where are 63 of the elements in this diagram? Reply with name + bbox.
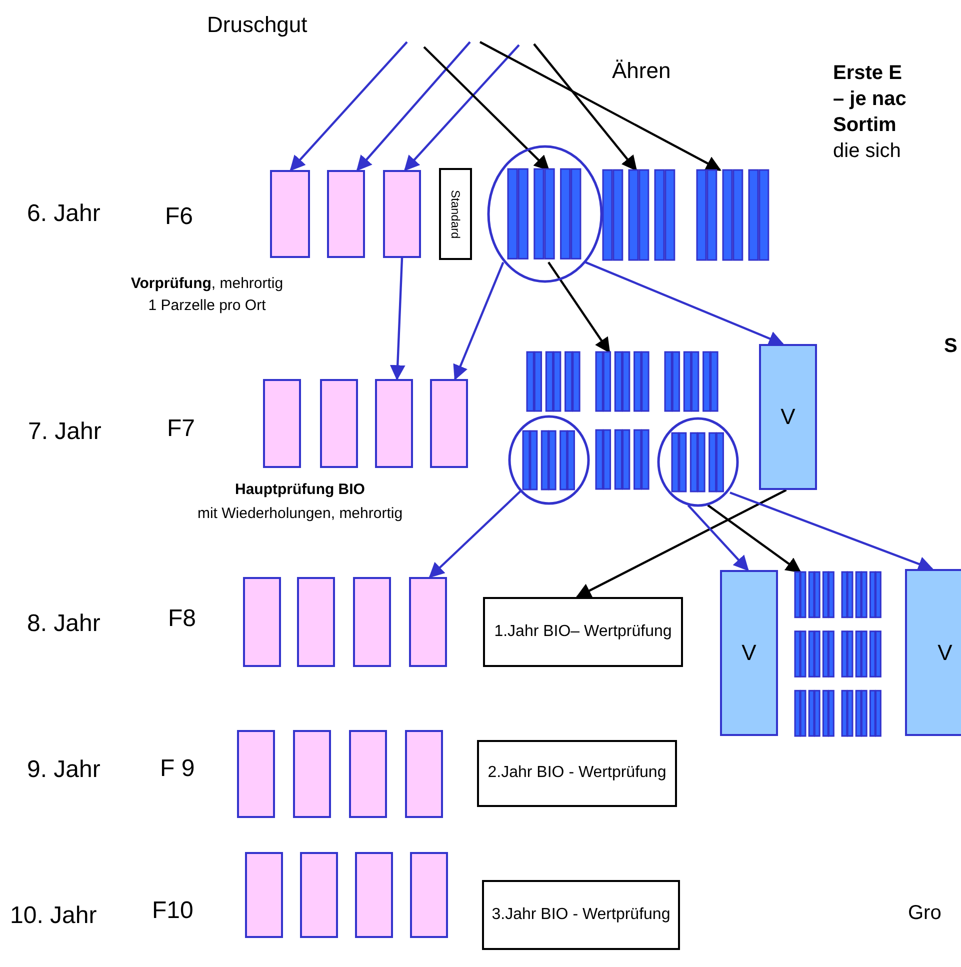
stage-box: 2.Jahr BIO - Wertprüfung bbox=[477, 740, 677, 807]
variety-plot-box: V bbox=[905, 569, 961, 736]
plot-box bbox=[383, 170, 421, 258]
generation-label: F7 bbox=[167, 415, 196, 443]
arrow bbox=[479, 41, 722, 171]
plot-box bbox=[355, 852, 393, 938]
arrow bbox=[707, 504, 802, 573]
year-label: 9. Jahr bbox=[27, 756, 100, 784]
arrow bbox=[453, 262, 504, 380]
plot-box bbox=[237, 730, 275, 818]
plot-box bbox=[263, 379, 301, 468]
note-text: – je nac bbox=[833, 88, 906, 111]
arrow bbox=[585, 261, 784, 346]
variety-plot-box: V bbox=[759, 344, 817, 490]
standard-plot-box: Standard bbox=[439, 168, 472, 260]
arrow bbox=[576, 489, 787, 598]
source-label: Druschgut bbox=[207, 12, 308, 38]
arrow bbox=[290, 41, 408, 172]
plot-box bbox=[410, 852, 448, 938]
note-text: Sortim bbox=[833, 114, 896, 137]
plot-box bbox=[270, 170, 310, 258]
plot-box bbox=[327, 170, 365, 258]
plot-box bbox=[375, 379, 413, 468]
arrow bbox=[404, 44, 520, 172]
plot-box bbox=[353, 577, 391, 667]
note-text: Erste E bbox=[833, 62, 902, 85]
generation-label: F 9 bbox=[160, 755, 195, 783]
arrow bbox=[548, 262, 610, 354]
stage-caption: Vorprüfung, mehrortig bbox=[130, 275, 284, 292]
plot-box bbox=[349, 730, 387, 818]
arrow bbox=[428, 490, 522, 578]
plot-box bbox=[293, 730, 331, 818]
stage-box: 3.Jahr BIO - Wertprüfung bbox=[482, 880, 680, 950]
arrow bbox=[423, 46, 550, 171]
year-label: 7. Jahr bbox=[28, 418, 102, 446]
generation-label: F6 bbox=[165, 203, 194, 231]
stage-caption: 1 Parzelle pro Ort bbox=[148, 297, 266, 314]
note-text: S bbox=[944, 335, 958, 358]
generation-label: F10 bbox=[152, 897, 194, 925]
plot-box bbox=[320, 379, 358, 468]
plot-box bbox=[409, 577, 447, 667]
arrow bbox=[356, 41, 471, 172]
stage-caption: Hauptprüfung BIO bbox=[235, 481, 365, 498]
generation-label: F8 bbox=[168, 605, 196, 633]
source-label: Ähren bbox=[612, 58, 671, 84]
plot-box bbox=[405, 730, 443, 818]
stage-box: 1.Jahr BIO– Wertprüfung bbox=[483, 597, 683, 667]
year-label: 6. Jahr bbox=[27, 200, 100, 228]
plot-box bbox=[297, 577, 335, 667]
arrow bbox=[390, 258, 406, 381]
plot-box bbox=[300, 852, 338, 938]
plot-box bbox=[245, 852, 283, 938]
plot-box bbox=[243, 577, 281, 667]
year-label: 8. Jahr bbox=[27, 610, 100, 638]
year-label: 10. Jahr bbox=[10, 902, 97, 930]
arrow bbox=[730, 492, 934, 572]
arrow bbox=[533, 43, 638, 172]
note-text: die sich bbox=[833, 140, 901, 163]
stage-caption: mit Wiederholungen, mehrortig bbox=[197, 505, 403, 522]
variety-plot-box: V bbox=[720, 570, 778, 736]
arrow bbox=[687, 504, 749, 572]
plot-box bbox=[430, 379, 468, 468]
note-text: Gro bbox=[908, 902, 942, 925]
